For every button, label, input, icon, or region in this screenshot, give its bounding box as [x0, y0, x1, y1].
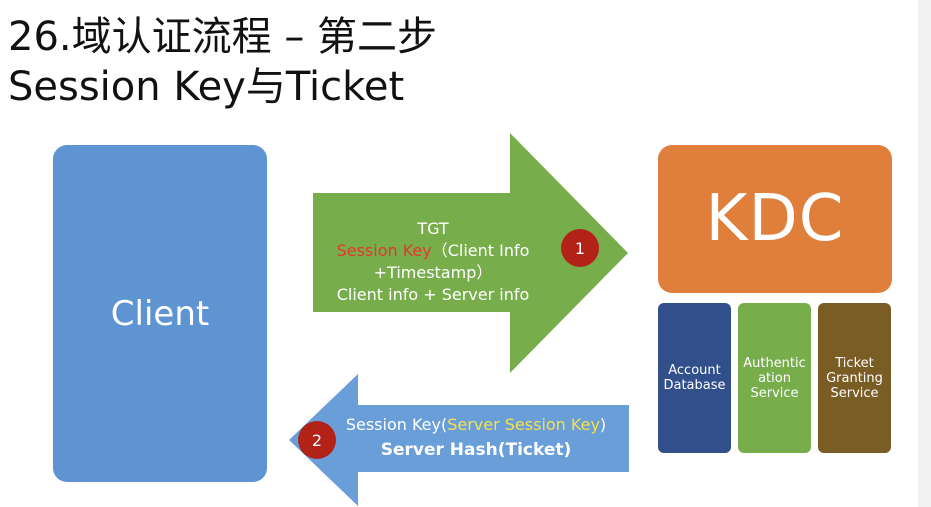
- session-key-prefix: Session Key(: [345, 415, 448, 434]
- client-server-info-text: Client info + Server info: [336, 285, 530, 304]
- account-database-label: Account Database: [663, 363, 726, 393]
- server-hash-ticket-text: Server Hash(Ticket): [380, 440, 572, 460]
- client-info-text: （Client Info: [431, 241, 530, 260]
- client-box: Client: [53, 145, 267, 482]
- step-2-badge: 2: [298, 421, 336, 459]
- authentication-service-box: Authentic ation Service: [738, 303, 811, 453]
- client-label: Client: [110, 293, 210, 334]
- right-edge-strip: [918, 0, 931, 507]
- kdc-box: KDC: [658, 145, 892, 293]
- account-database-box: Account Database: [658, 303, 731, 453]
- session-key-response-line: Session Key(Server Session Key): [330, 413, 622, 437]
- session-key-line: Session Key（Client Info: [313, 240, 553, 262]
- slide-title-line2: Session Key与Ticket: [8, 64, 405, 110]
- kdc-label: KDC: [705, 182, 845, 256]
- authentication-service-label: Authentic ation Service: [743, 355, 806, 401]
- session-key-highlight: Session Key: [336, 241, 432, 260]
- response-arrow: [289, 374, 629, 506]
- session-key-suffix: ): [599, 415, 607, 434]
- request-arrow: [313, 133, 628, 373]
- timestamp-text: +Timestamp）: [373, 263, 493, 282]
- tgt-label: TGT: [417, 219, 449, 238]
- server-session-key-highlight: Server Session Key: [447, 415, 600, 434]
- request-arrow-text: TGT Session Key（Client Info +Timestamp） …: [313, 218, 553, 306]
- ticket-granting-service-label: Ticket Granting Service: [826, 355, 883, 401]
- step-1-badge: 1: [561, 229, 599, 267]
- slide-title-line1: 26.域认证流程 – 第二步: [8, 14, 438, 60]
- ticket-granting-service-box: Ticket Granting Service: [818, 303, 891, 453]
- response-arrow-text: Session Key(Server Session Key) Server H…: [330, 413, 622, 463]
